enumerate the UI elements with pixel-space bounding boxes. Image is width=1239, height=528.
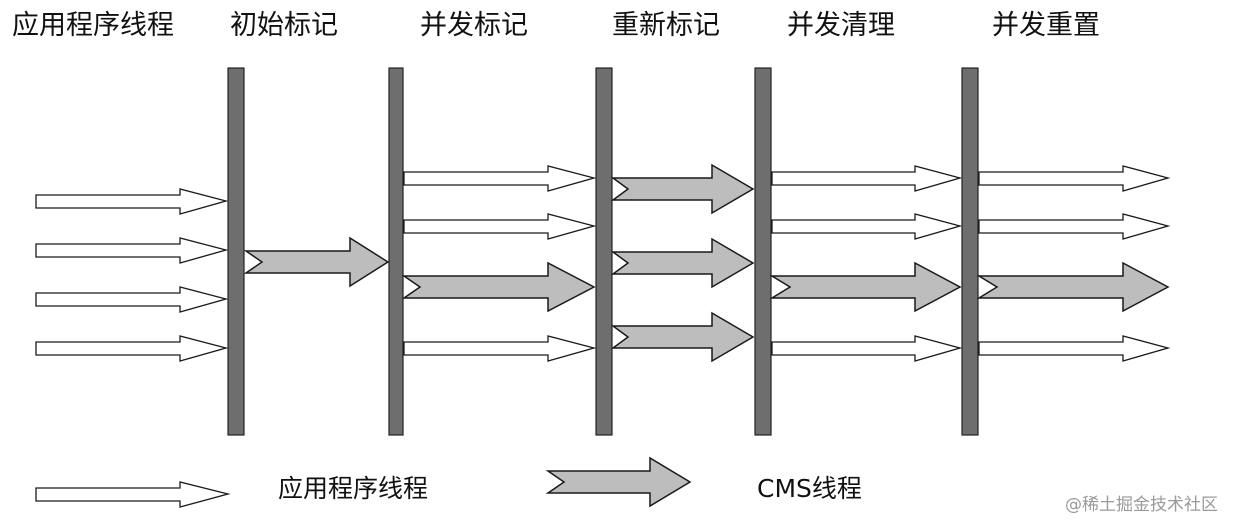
app-thread-arrow	[771, 165, 963, 192]
app-thread-arrow	[403, 335, 597, 362]
phase-bar-initial-mark	[227, 67, 245, 436]
phase-bar-concurrent-reset	[961, 67, 979, 436]
legend-cms-thread-label: CMS线程	[757, 474, 862, 503]
app-thread-arrow	[35, 237, 229, 264]
app-thread-arrow	[978, 165, 1171, 192]
app-thread-arrow	[978, 213, 1171, 240]
app-thread-arrow	[35, 286, 229, 313]
legend-cms-thread-arrow	[545, 456, 692, 508]
phase-label-concurrent-reset: 并发重置	[992, 10, 1100, 41]
phase-label-concurrent-mark: 并发标记	[420, 10, 528, 41]
legend-app-thread-arrow	[35, 481, 231, 508]
cms-thread-arrow	[610, 311, 755, 363]
phase-bar-remark	[595, 67, 613, 436]
cms-thread-arrow	[401, 261, 596, 313]
phase-label-initial-mark: 初始标记	[230, 10, 338, 41]
app-thread-arrow	[771, 335, 963, 362]
app-thread-arrow	[771, 213, 963, 240]
app-thread-arrow	[403, 165, 597, 192]
phase-bar-concurrent-sweep	[754, 67, 772, 436]
legend-app-thread-label: 应用程序线程	[278, 474, 428, 503]
app-thread-arrow	[978, 335, 1171, 362]
phase-bar-concurrent-mark	[388, 67, 404, 436]
phase-label-remark: 重新标记	[612, 10, 720, 41]
app-thread-arrow	[35, 188, 229, 215]
cms-thread-arrow	[610, 163, 755, 215]
cms-thread-arrow	[976, 261, 1170, 313]
watermark: @稀土掘金技术社区	[1065, 495, 1218, 515]
phase-label-concurrent-sweep: 并发清理	[787, 10, 895, 41]
cms-thread-arrow	[243, 236, 390, 288]
cms-thread-arrow	[610, 237, 755, 289]
phase-label-app-threads: 应用程序线程	[12, 10, 174, 41]
app-thread-arrow	[403, 213, 597, 240]
app-thread-arrow	[35, 335, 229, 362]
cms-thread-arrow	[769, 261, 962, 313]
